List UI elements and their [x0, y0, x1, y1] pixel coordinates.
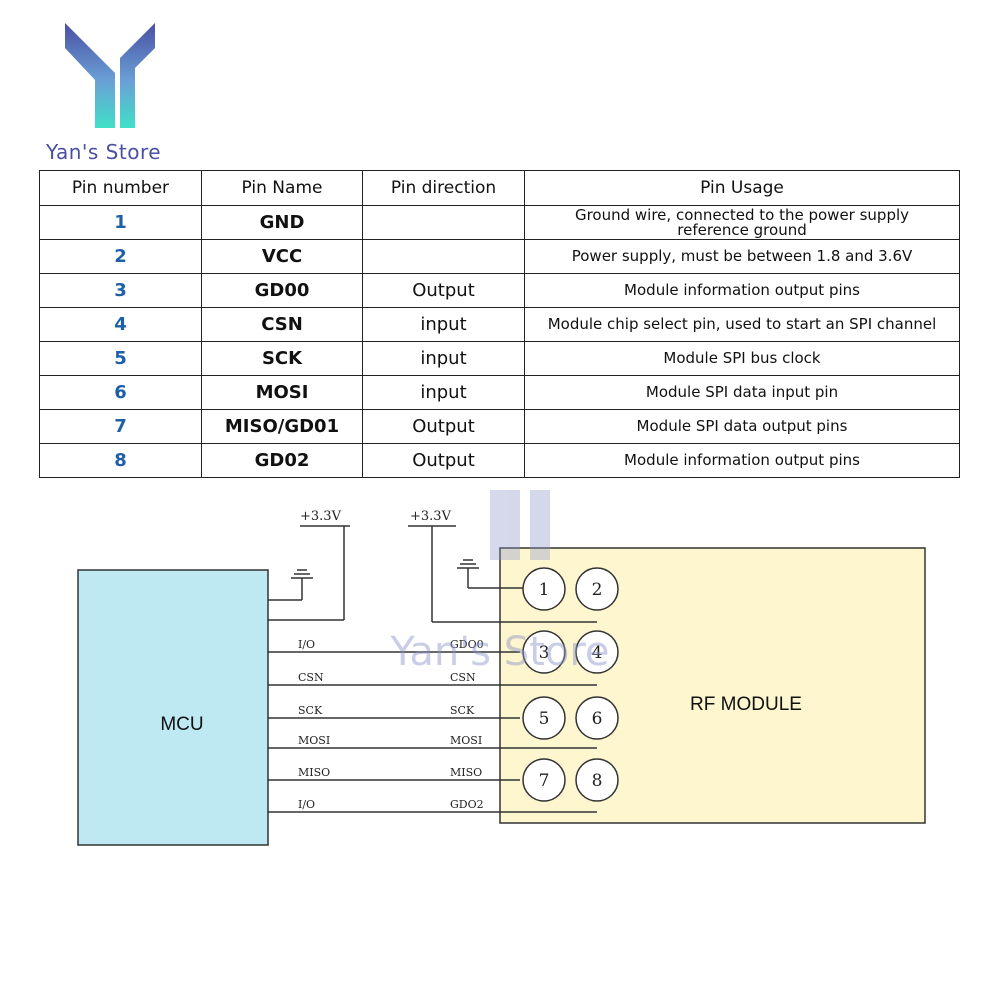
pin-circle-2 [575, 567, 619, 611]
pin-direction-cell: input [362, 341, 525, 376]
mcu-pin-label: SCK [298, 704, 323, 717]
vcc-label-right: +3.3V [410, 509, 452, 524]
pin-name-cell: MOSI [201, 375, 363, 410]
watermark-right-arm-shape [530, 490, 550, 560]
pin-usage-cell: Power supply, must be between 1.8 and 3.… [524, 239, 960, 274]
pin-name-cell: GD00 [201, 273, 363, 308]
header-pin-number: Pin number [39, 170, 202, 206]
pin-name-cell: CSN [201, 307, 363, 342]
pin-table: Pin number Pin Name Pin direction Pin Us… [39, 170, 960, 478]
watermark [490, 490, 550, 560]
table-row: 3 GD00 Output Module information output … [39, 273, 960, 308]
watermark-text: Yan's Store [389, 629, 609, 675]
mcu-pin-label: I/O [298, 798, 315, 811]
logo-left-arm-shape [65, 23, 115, 128]
pin-number-cell: 3 [39, 273, 202, 308]
pin-number-cell: 4 [39, 307, 202, 342]
mcu-pin-label: MOSI [298, 734, 330, 747]
pin-direction-cell: Output [362, 443, 525, 478]
pin-number-label: 8 [592, 771, 603, 791]
rf-pin-label: GDO0 [450, 638, 484, 651]
pin-usage-cell: Ground wire, connected to the power supp… [524, 205, 960, 240]
table-header-row: Pin number Pin Name Pin direction Pin Us… [39, 170, 960, 206]
rf-module-label: RF MODULE [690, 694, 802, 715]
pin-number-label: 7 [539, 771, 550, 791]
brand-name: Yan's Store [46, 140, 162, 164]
pin-usage-cell: Module information output pins [524, 443, 960, 478]
table-row: 5 SCK input Module SPI bus clock [39, 341, 960, 376]
pin-usage-cell: Module chip select pin, used to start an… [524, 307, 960, 342]
header-pin-direction: Pin direction [362, 170, 525, 206]
pin-number-cell: 7 [39, 409, 202, 444]
pin-usage-cell: Module SPI data input pin [524, 375, 960, 410]
pin-circle-5 [522, 696, 566, 740]
pin-number-cell: 6 [39, 375, 202, 410]
pin-number-label: 2 [592, 580, 603, 600]
pin-circle-3 [522, 630, 566, 674]
pin-circle-6 [575, 696, 619, 740]
header-pin-name: Pin Name [201, 170, 363, 206]
pin-name-cell: MISO/GD01 [201, 409, 363, 444]
table-row: 7 MISO/GD01 Output Module SPI data outpu… [39, 409, 960, 444]
table-row: 6 MOSI input Module SPI data input pin [39, 375, 960, 410]
pin-circle-4 [575, 630, 619, 674]
pin-usage-cell: Module SPI data output pins [524, 409, 960, 444]
table-row: 4 CSN input Module chip select pin, used… [39, 307, 960, 342]
mcu-label: MCU [160, 714, 203, 735]
pin-name-cell: VCC [201, 239, 363, 274]
table-row: 1 GND Ground wire, connected to the powe… [39, 205, 960, 240]
pin-direction-cell: Output [362, 409, 525, 444]
watermark-left-arm-shape [490, 490, 520, 560]
pin-number-label: 1 [539, 580, 550, 600]
rf-pin-label: MISO [450, 766, 482, 779]
pin-name-cell: SCK [201, 341, 363, 376]
rf-pin-label: MOSI [450, 734, 482, 747]
pin-direction-cell: input [362, 375, 525, 410]
logo-right-arm-shape [120, 23, 155, 128]
header-pin-usage: Pin Usage [524, 170, 960, 206]
pin-direction-cell: input [362, 307, 525, 342]
table-row: 2 VCC Power supply, must be between 1.8 … [39, 239, 960, 274]
pin-number-label: 5 [539, 709, 550, 729]
pin-direction-cell: Output [362, 273, 525, 308]
pin-name-cell: GD02 [201, 443, 363, 478]
rf-pin-label: CSN [450, 671, 476, 684]
pin-number-label: 3 [539, 643, 550, 663]
pin-name-cell: GND [201, 205, 363, 240]
pin-direction-cell [362, 205, 525, 240]
pin-direction-cell [362, 239, 525, 274]
table-row: 8 GD02 Output Module information output … [39, 443, 960, 478]
pin-number-cell: 1 [39, 205, 202, 240]
pin-number-cell: 8 [39, 443, 202, 478]
pin-usage-cell: Module SPI bus clock [524, 341, 960, 376]
yans-store-logo [65, 23, 155, 128]
pin-number-cell: 5 [39, 341, 202, 376]
mcu-box [77, 569, 269, 846]
pin-number-label: 4 [592, 643, 603, 663]
pin-circle-7 [522, 758, 566, 802]
pin-number-label: 6 [592, 709, 603, 729]
mcu-pin-label: MISO [298, 766, 330, 779]
pin-circle-1 [522, 567, 566, 611]
mcu-pin-label: I/O [298, 638, 315, 651]
mcu-pin-label: CSN [298, 671, 324, 684]
pin-number-cell: 2 [39, 239, 202, 274]
rf-pin-label: SCK [450, 704, 475, 717]
connection-diagram: +3.3V +3.3V I/O CSN SCK MOSI MISO I/O GD… [77, 490, 926, 846]
pin-usage-cell: Module information output pins [524, 273, 960, 308]
rf-pin-label: GDO2 [450, 798, 484, 811]
pin-circle-8 [575, 758, 619, 802]
vcc-label-left: +3.3V [300, 509, 342, 524]
